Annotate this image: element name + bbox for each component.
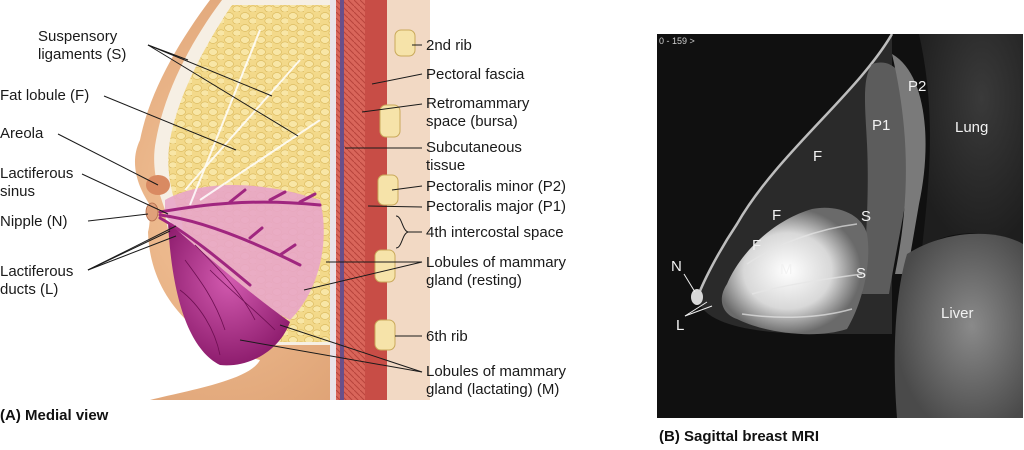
label-nipple: Nipple (N) [0,213,68,230]
label-lobules-lactating: Lobules of mammary gland (lactating) (M) [426,363,567,398]
label-4th-intercostal-space: 4th intercostal space [426,224,564,241]
sagittal-mri-image [657,34,1023,418]
mri-label-lung: Lung [955,119,989,136]
label-areola: Areola [0,125,44,142]
mri-label-fat-2: F [772,207,782,224]
label-suspensory-ligaments: Suspensory ligaments (S) [38,28,127,63]
label-subcutaneous-tissue: Subcutaneous tissue [426,139,522,174]
mri-slice-indicator: 0 - 159 > [659,36,695,46]
label-6th-rib: 6th rib [426,328,468,345]
nipple [145,202,159,222]
mri-label-fat-3: F [752,237,762,254]
areola [146,175,170,195]
mri-label-p2: P2 [908,78,927,95]
mri-label-liver: Liver [941,305,974,322]
caption-medial-view: (A) Medial view [0,407,109,424]
mri-label-nipple: N [671,258,682,275]
label-lobules-resting: Lobules of mammary gland (resting) [426,254,567,289]
mri-nipple [691,289,703,305]
mri-label-suspensory-1: S [861,208,872,225]
mri-label-p1: P1 [872,117,891,134]
pectoralis-major [335,0,365,400]
label-lactiferous-ducts: Lactiferous ducts (L) [0,263,74,298]
mri-label-ducts: L [676,317,685,334]
mammary-gland-lobules-lactating [168,222,290,366]
label-lactiferous-sinus: Lactiferous sinus [0,165,74,200]
mri-label-mammary: M [780,261,793,278]
mri-label-fat-1: F [813,148,823,165]
mri-pectoralis [862,62,913,294]
label-pectoralis-major: Pectoralis major (P1) [426,198,567,215]
label-fat-lobule: Fat lobule (F) [0,87,90,104]
label-retromammary-space: Retromammary space (bursa) [426,95,530,130]
mammary-gland-lobules-resting [165,185,324,320]
label-pectoralis-minor: Pectoralis minor (P2) [426,178,567,195]
mri-lung [919,34,1023,249]
lactiferous-ducts [158,188,322,287]
pectoralis-minor [365,0,387,400]
label-pectoral-fascia: Pectoral fascia [426,66,525,83]
caption-sagittal-mri: (B) Sagittal breast MRI [659,428,820,445]
mri-glandular-tissue [721,207,869,335]
mri-label-suspensory-2: S [856,265,867,282]
label-2nd-rib: 2nd rib [426,37,472,54]
mri-liver [894,233,1023,418]
